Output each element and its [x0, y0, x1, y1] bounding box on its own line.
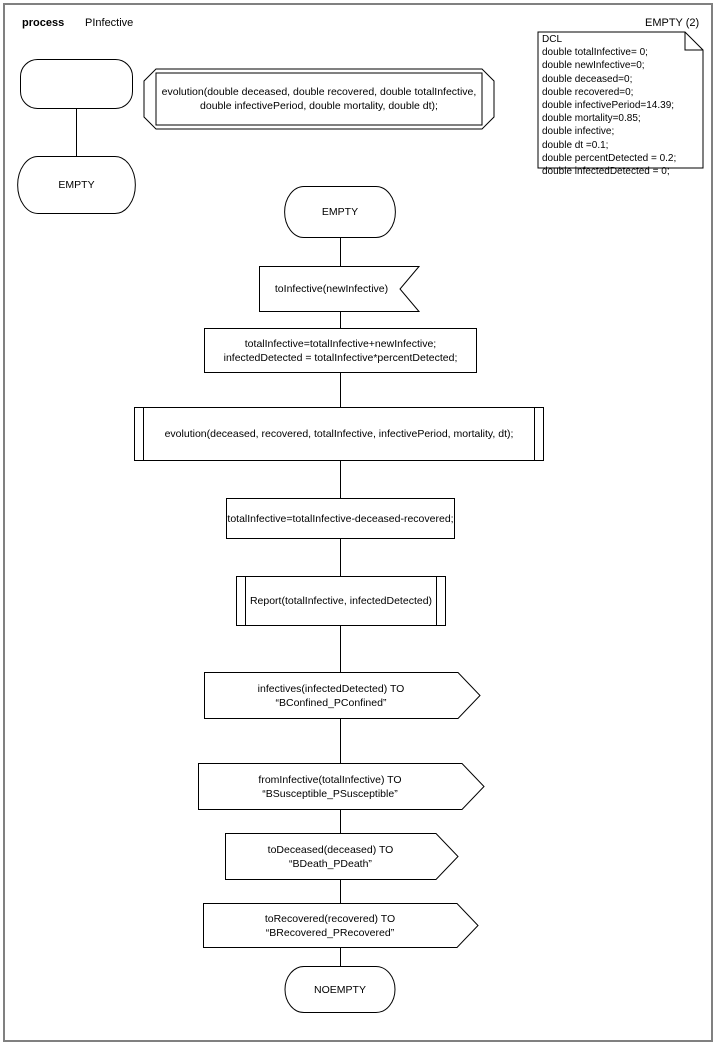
connector-5: [340, 539, 341, 576]
input-symbol-to-infective: [259, 266, 421, 312]
diagram-frame: [3, 3, 713, 1042]
declaration-note: [537, 31, 704, 169]
connector-7: [340, 719, 341, 763]
output-symbol-confined: [204, 672, 481, 719]
task-update-totals: [204, 328, 477, 373]
header-process-name: PInfective: [85, 17, 134, 29]
page-label: EMPTY (2): [645, 17, 700, 29]
state-noempty: [284, 966, 396, 1013]
output-symbol-death: [225, 833, 459, 880]
start-symbol: [20, 59, 133, 109]
connector-1: [340, 238, 341, 267]
procedure-call-evolution: [134, 407, 544, 461]
connector-10: [340, 948, 341, 966]
procedure-declaration-symbol: [143, 68, 495, 130]
state-empty-left: [17, 156, 136, 214]
connector-9: [340, 880, 341, 903]
connector-6: [340, 626, 341, 672]
output-symbol-recovered: [203, 903, 479, 948]
header-keyword: process: [22, 17, 65, 29]
procedure-call-report: [236, 576, 446, 626]
connector-start-to-empty: [76, 109, 77, 156]
connector-2: [340, 312, 341, 328]
connector-3: [340, 373, 341, 407]
output-symbol-susceptible: [198, 763, 485, 810]
task-subtract: [226, 498, 455, 539]
state-empty-main: [284, 186, 396, 238]
connector-4: [340, 461, 341, 498]
connector-8: [340, 810, 341, 833]
